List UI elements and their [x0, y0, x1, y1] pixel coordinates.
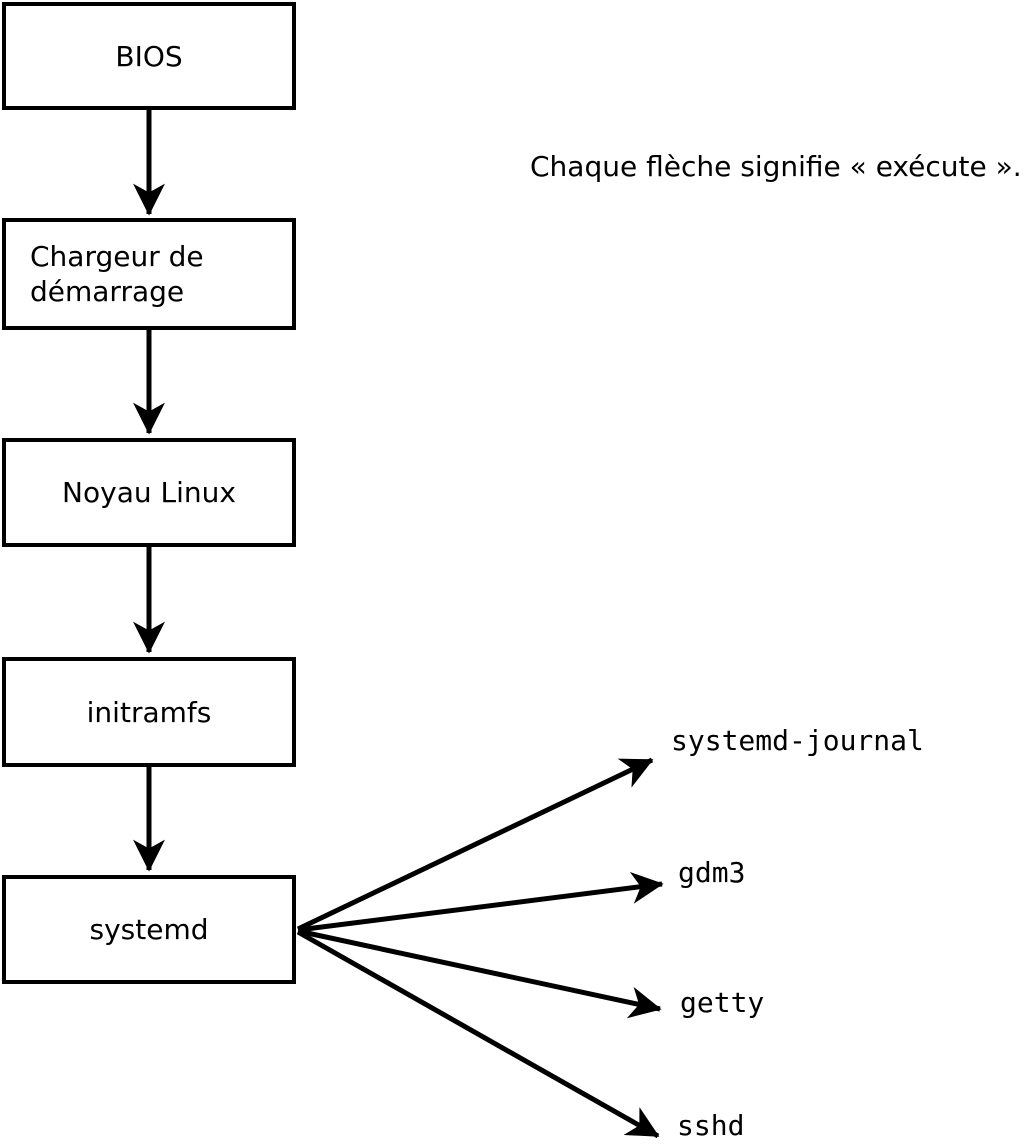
node-kernel-label: Noyau Linux — [62, 476, 236, 509]
process-label-getty: getty — [680, 986, 765, 1019]
arrow-systemd-to-getty — [297, 928, 662, 1019]
node-systemd: systemd — [2, 875, 296, 984]
arrow-systemd-to-sshd — [296, 929, 660, 1139]
node-initramfs: initramfs — [2, 657, 296, 767]
process-label-systemd-journal: systemd-journal — [671, 724, 924, 757]
node-bootloader: Chargeur de démarrage — [2, 218, 296, 330]
node-systemd-label: systemd — [89, 913, 209, 946]
process-label-gdm3: gdm3 — [678, 856, 746, 889]
node-bios-label: BIOS — [115, 39, 183, 73]
arrow-systemd-to-systemd-journal — [296, 757, 654, 932]
process-label-sshd: sshd — [677, 1109, 745, 1142]
node-initramfs-label: initramfs — [86, 695, 212, 729]
node-kernel: Noyau Linux — [2, 438, 296, 547]
annotation-legend: Chaque flèche signifie « exécute ». — [530, 150, 1022, 183]
arrow-systemd-to-gdm3 — [297, 871, 664, 933]
node-bios: BIOS — [2, 2, 296, 110]
node-bootloader-label: Chargeur de démarrage — [30, 240, 204, 308]
